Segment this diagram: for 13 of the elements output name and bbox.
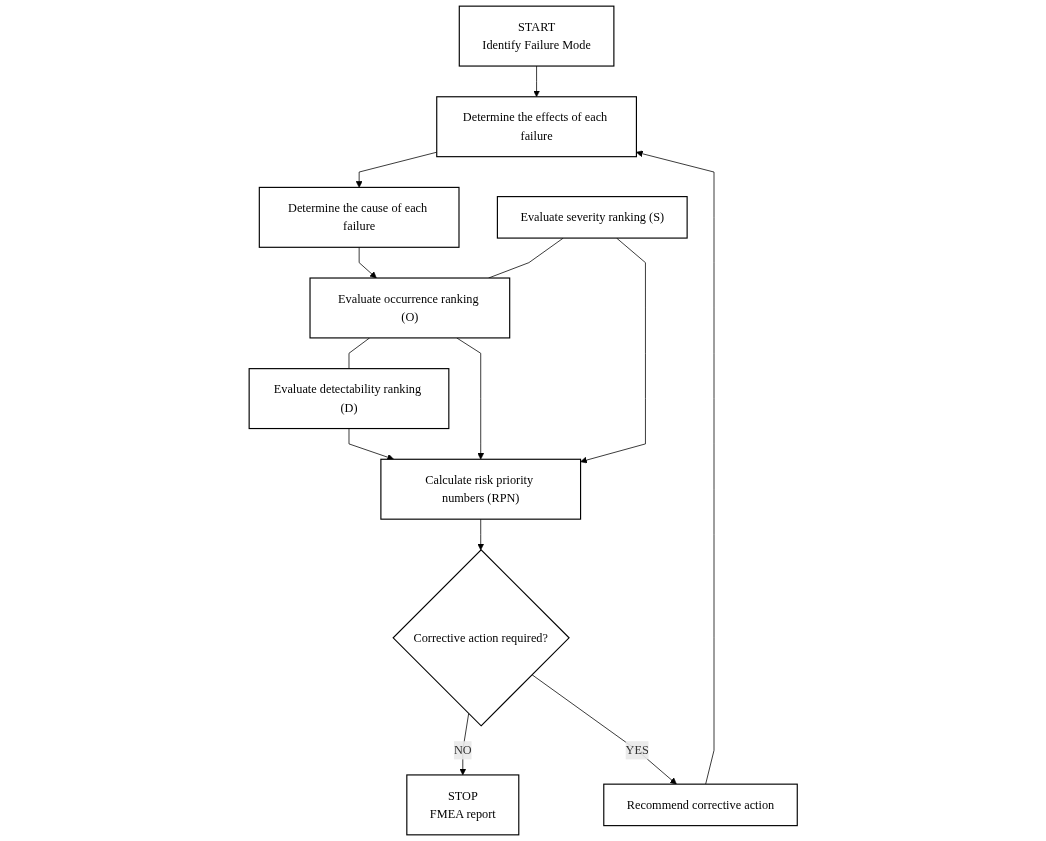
edge-label: YES bbox=[625, 743, 649, 757]
node-box: Evaluate occurrence ranking (O) bbox=[309, 277, 511, 339]
edge-label: NO bbox=[453, 743, 472, 757]
node-box: Determine the effects of each failure bbox=[435, 96, 637, 158]
node-box: Evaluate severity ranking (S) bbox=[496, 196, 688, 239]
node-box: START Identify Failure Mode bbox=[458, 5, 615, 67]
node-box: Determine the cause of each failure bbox=[258, 186, 460, 248]
node-diamond: Corrective action required? bbox=[392, 549, 570, 727]
node-box: Calculate risk priority numbers (RPN) bbox=[380, 458, 581, 520]
connector bbox=[348, 337, 370, 370]
node-box: Recommend corrective action bbox=[603, 783, 798, 827]
node-box: Evaluate detectability ranking (D) bbox=[248, 368, 450, 430]
node-box: STOP FMEA report bbox=[406, 774, 520, 836]
